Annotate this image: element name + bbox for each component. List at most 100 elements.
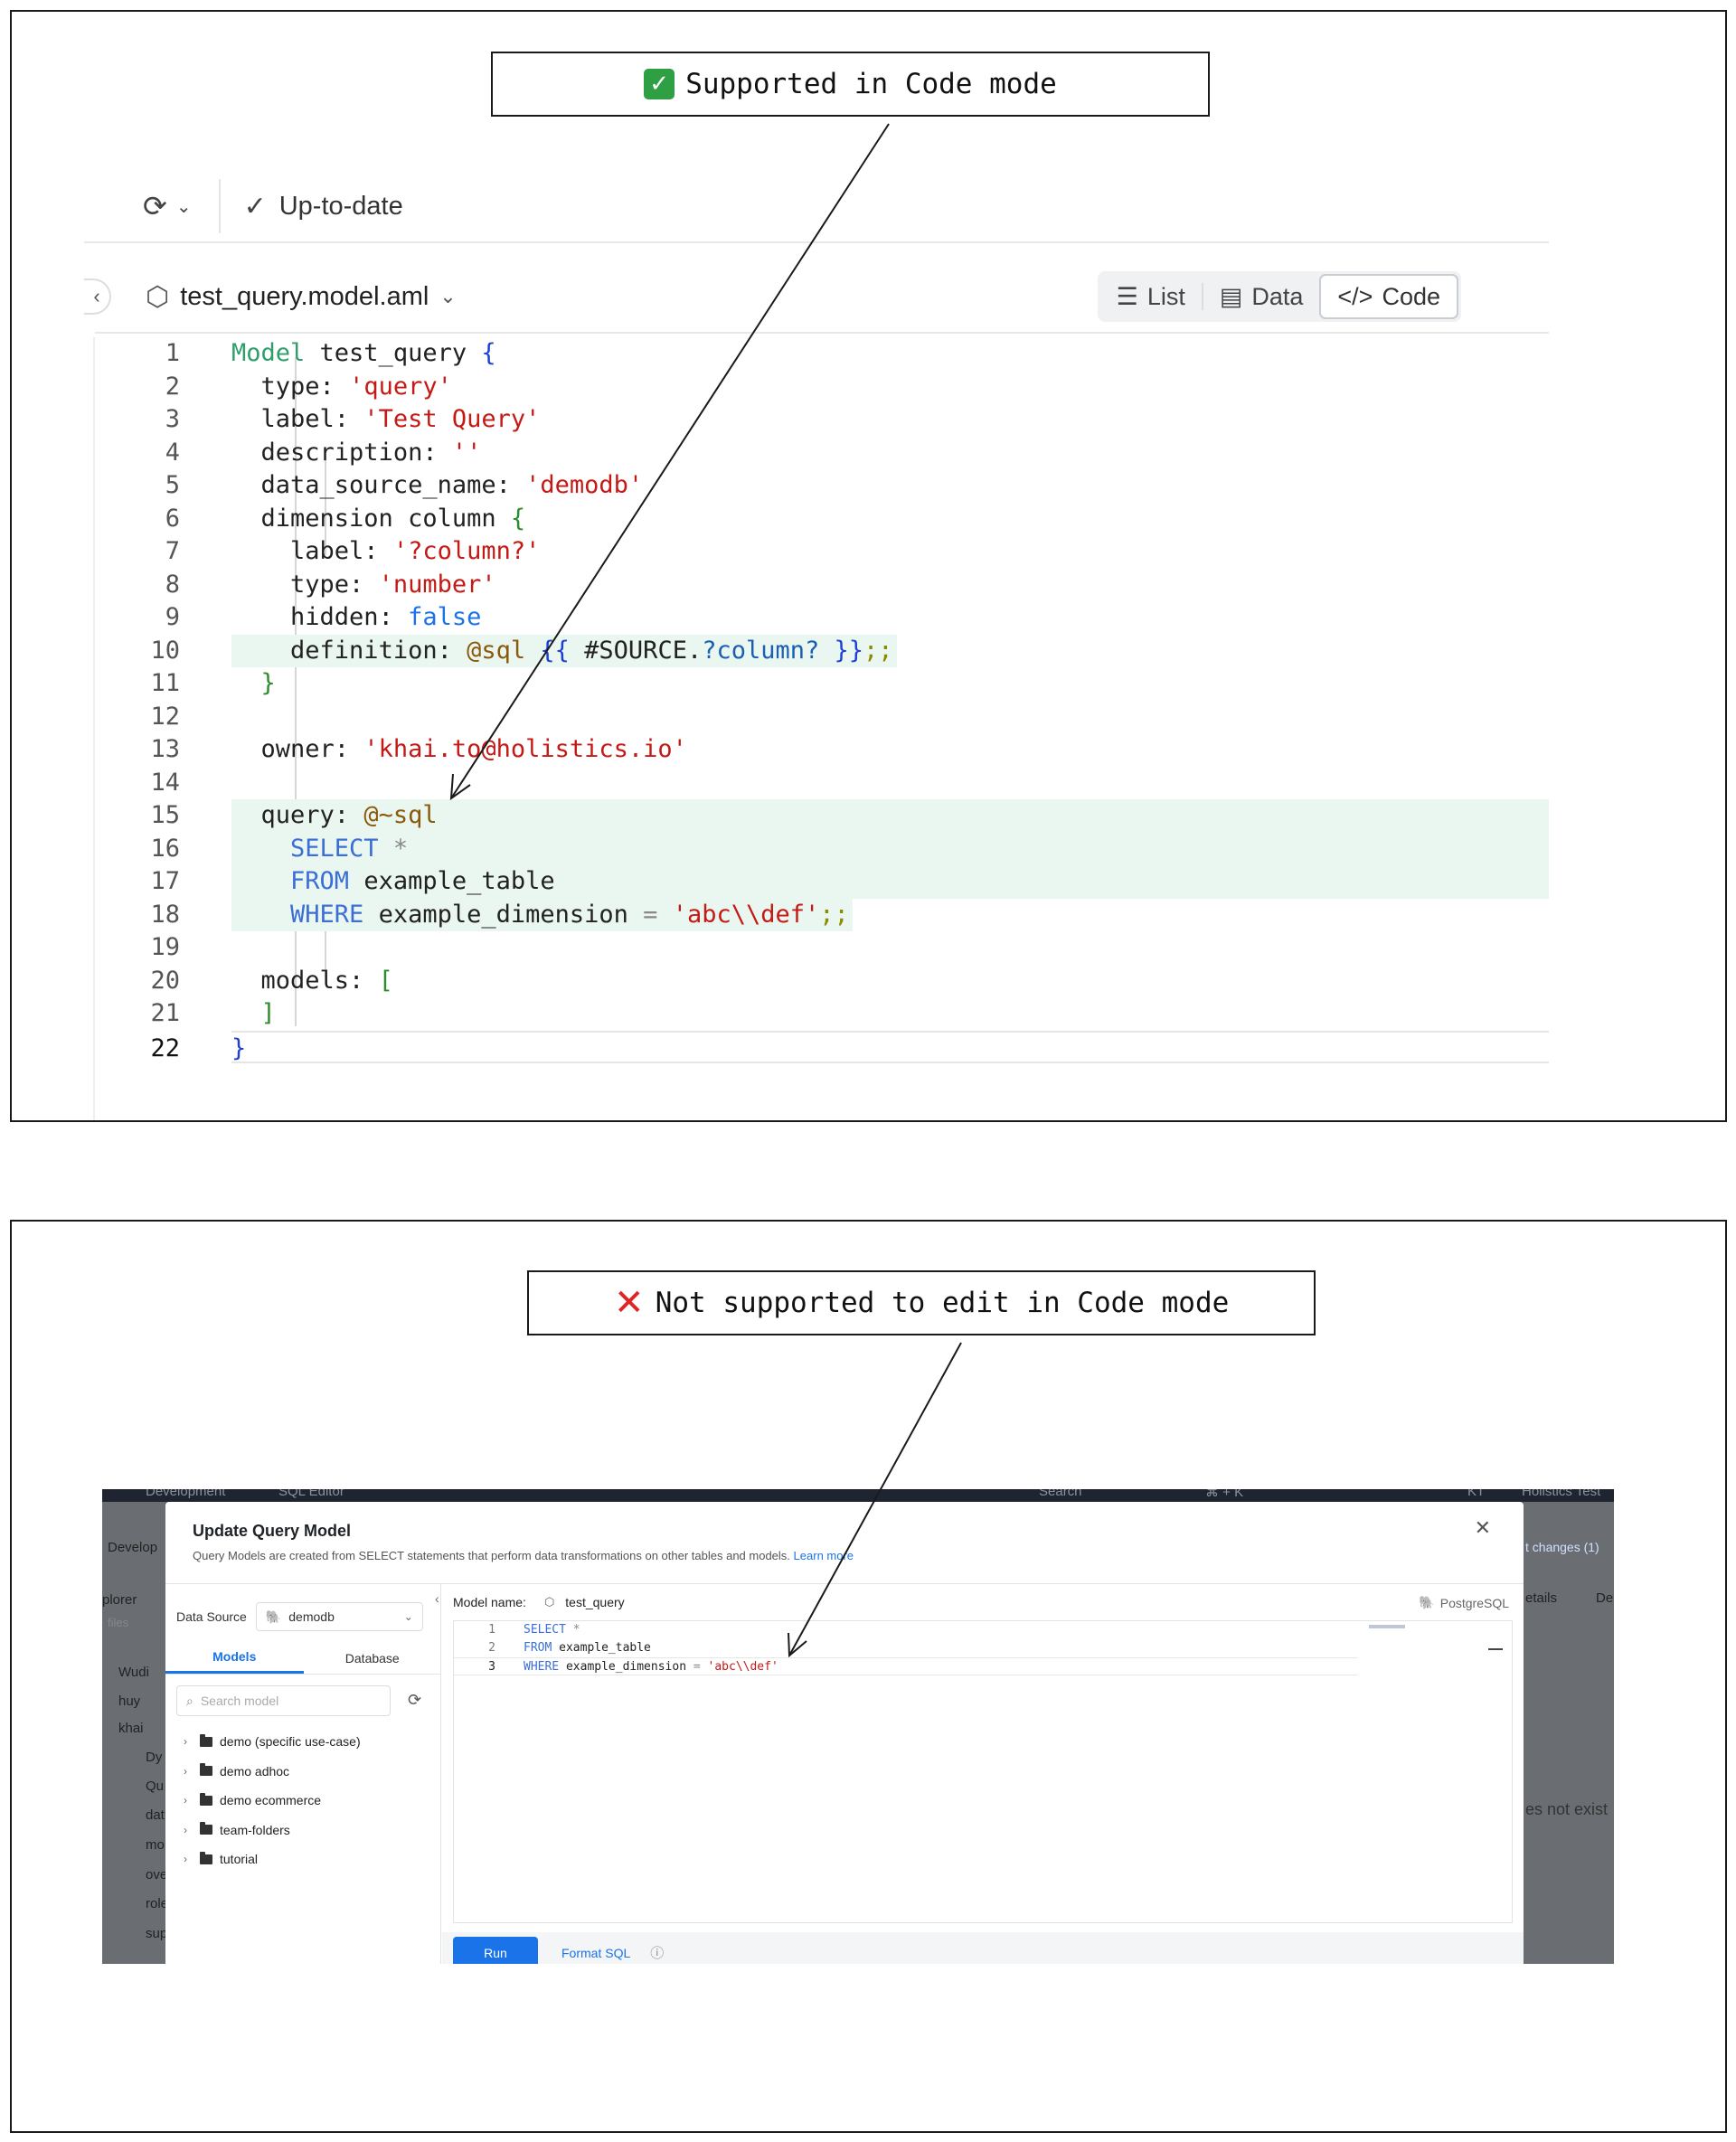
file-header-divider [95, 332, 1549, 334]
file-header: ‹ ⬡ test_query.model.aml ⌄ ☰ List ▤ Data… [84, 260, 1549, 333]
code-line: 6 dimension column { [165, 504, 526, 533]
file-name: test_query.model.aml [180, 281, 429, 311]
topbar-item: SQL Editor [278, 1489, 344, 1499]
bg-label: Dy [146, 1750, 163, 1765]
tab-list-label: List [1146, 282, 1185, 310]
folder-label: demo ecommerce [220, 1793, 322, 1808]
collapse-sidebar-button[interactable]: ‹ [84, 278, 111, 315]
view-mode-tabs: ☰ List ▤ Data </> Code [1097, 271, 1461, 322]
bg-label: plorer [102, 1592, 137, 1608]
refresh-icon[interactable]: ⟳ [408, 1691, 422, 1709]
model-browser-pane: Data Source 🐘 demodb ⌄ Models Database ⌕… [165, 1584, 441, 1964]
tab-models[interactable]: Models [165, 1642, 304, 1674]
model-name-value[interactable]: test_query [565, 1595, 625, 1609]
code-line: 20 models: [ [150, 966, 393, 995]
topbar-item: Holistics Test [1522, 1489, 1601, 1499]
bg-label: Wudi [118, 1665, 149, 1680]
postgres-icon: 🐘 [265, 1609, 282, 1624]
run-button[interactable]: Run [453, 1936, 538, 1964]
topbar-item: Search [1039, 1489, 1082, 1499]
code-line: 14 [150, 768, 180, 797]
supported-example-panel: ✓ Supported in Code mode ⟳ ⌄ ✓ Up-to-dat… [10, 10, 1727, 1122]
topbar-item: Development [146, 1489, 226, 1499]
search-model-field: ⌕ [176, 1685, 391, 1716]
background-right-panel: t changes (1) etails De es not exist [1524, 1502, 1614, 1964]
bg-label: khai [118, 1721, 144, 1736]
folder-item[interactable]: ›demo adhoc [184, 1757, 361, 1787]
code-line: 4 description: '' [165, 438, 482, 467]
dialog-title: Update Query Model [193, 1522, 352, 1540]
format-sql-button[interactable]: Format SQL [561, 1945, 631, 1960]
folder-item[interactable]: › demo (specific use-case) [184, 1727, 361, 1757]
code-line: 7 label: '?column?' [165, 537, 541, 565]
code-line: 15 query: @~sql [150, 799, 1549, 833]
app-topbar: Development SQL Editor Search ⌘ + K KT H… [102, 1489, 1614, 1502]
green-check-icon: ✓ [644, 69, 675, 99]
cube-icon: ⬡ [146, 281, 170, 312]
chevron-right-icon: › [184, 1853, 187, 1866]
folder-icon [200, 1792, 212, 1806]
code-line: 21 ] [150, 999, 276, 1027]
bg-label: dat [146, 1807, 165, 1823]
folder-item[interactable]: ›team-folders [184, 1816, 361, 1845]
check-icon: ✓ [243, 191, 267, 222]
refresh-icon: ⟳ [143, 190, 167, 222]
chevron-left-icon[interactable]: ‹ [435, 1591, 439, 1606]
update-query-model-dialog: Update Query Model Query Models are crea… [165, 1502, 1524, 1964]
indent-guide [325, 885, 326, 985]
background-sidebar: Develop plorer files Wudi huy khai Dy Qu… [102, 1502, 168, 1964]
bg-label: Develop [108, 1540, 158, 1555]
bg-label: files [108, 1616, 129, 1629]
code-line: 5 data_source_name: 'demodb' [165, 471, 644, 499]
sync-dropdown-button[interactable]: ⟳ ⌄ [84, 179, 221, 233]
chevron-right-icon: › [184, 1794, 187, 1807]
tab-data[interactable]: ▤ Data [1203, 274, 1320, 319]
toolbar-divider [84, 241, 1549, 243]
code-line-current: 22} [150, 1030, 1549, 1063]
search-input[interactable] [200, 1694, 373, 1708]
minimap-preview [1369, 1625, 1405, 1628]
tab-code[interactable]: </> Code [1319, 274, 1458, 319]
chevron-right-icon: › [184, 1735, 187, 1749]
folder-item[interactable]: › demo ecommerce [184, 1786, 361, 1816]
data-source-select[interactable]: 🐘 demodb ⌄ [255, 1602, 423, 1631]
bg-label: huy [118, 1694, 141, 1709]
info-icon[interactable]: ⓘ [650, 1946, 665, 1961]
bg-label: sup [146, 1926, 168, 1941]
learn-more-link[interactable]: Learn more [793, 1549, 854, 1562]
query-editor-pane: ‹ Model name: ⬡ test_query 🐘 PostgreSQL … [435, 1584, 1524, 1964]
folder-icon [200, 1851, 212, 1864]
editor-action-bar: Run Format SQL ⓘ [442, 1932, 1524, 1964]
tab-list[interactable]: ☰ List [1100, 274, 1202, 319]
folder-tree: › demo (specific use-case) ›demo adhoc › d… [184, 1727, 361, 1874]
cube-icon: ⬡ [543, 1595, 555, 1609]
code-line: 10 definition: @sql {{ #SOURCE.?column? … [84, 634, 1549, 667]
folder-icon [200, 1733, 212, 1747]
dialog-subtitle: Query Models are created from SELECT sta… [193, 1549, 854, 1562]
file-title-dropdown[interactable]: ⬡ test_query.model.aml ⌄ [146, 281, 457, 313]
data-source-value: demodb [288, 1609, 335, 1624]
folder-icon [200, 1763, 212, 1777]
code-icon: </> [1337, 282, 1373, 310]
code-line: 16 SELECT * [150, 832, 1549, 865]
chevron-left-icon: ‹ [93, 285, 100, 307]
db-type-label: PostgreSQL [1439, 1595, 1509, 1610]
indent-guide [325, 456, 326, 555]
folder-item[interactable]: ›tutorial [184, 1845, 361, 1874]
code-line: 19 [150, 933, 180, 961]
data-source-row: Data Source 🐘 demodb ⌄ [176, 1602, 423, 1631]
close-icon[interactable]: ✕ [1474, 1516, 1491, 1539]
list-icon: ☰ [1116, 282, 1138, 310]
folder-label: demo (specific use-case) [220, 1734, 361, 1750]
postgres-icon: 🐘 [1419, 1595, 1435, 1609]
supported-callout-text: Supported in Code mode [685, 68, 1057, 100]
tab-database[interactable]: Database [344, 1650, 400, 1665]
code-line: 13 owner: 'khai.to@holistics.io' [150, 735, 687, 763]
supported-callout: ✓ Supported in Code mode [491, 52, 1210, 117]
